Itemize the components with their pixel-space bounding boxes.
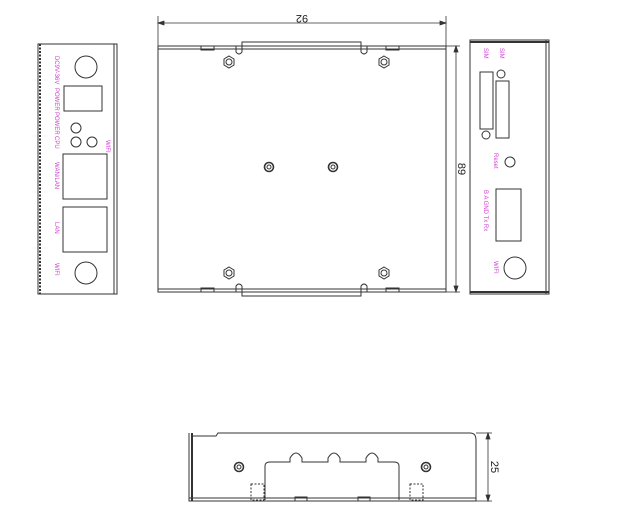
right-panel-view	[469, 39, 550, 295]
antenna-hole-top	[74, 55, 98, 79]
wan-lan-port	[62, 153, 108, 200]
sim-eject-2	[481, 130, 491, 140]
svg-text:WIFI: WIFI	[492, 261, 498, 274]
svg-text:SIM: SIM	[498, 48, 504, 59]
reset-button-hole	[504, 156, 516, 168]
svg-text:DC9V-36V: DC9V-36V	[53, 56, 59, 84]
left-panel-view	[37, 43, 118, 295]
svg-text:POWER: POWER	[53, 88, 59, 111]
svg-text:SIM: SIM	[482, 48, 488, 59]
standoff-br	[378, 266, 390, 280]
standoff-bl	[223, 266, 235, 280]
svg-text:CPU: CPU	[53, 136, 59, 149]
svg-text:LAN: LAN	[53, 222, 59, 234]
dimension-height	[476, 431, 492, 503]
dimension-depth-label: 89	[455, 163, 467, 175]
standoff-tr	[378, 55, 390, 69]
left-panel-labels: DC9V-36V POWER POWER CPU WIFI WAN/LAN LA…	[53, 56, 110, 276]
svg-text:Reset: Reset	[492, 153, 498, 169]
antenna-hole	[503, 256, 527, 280]
antenna-hole-bottom	[74, 261, 98, 285]
svg-text:POWER: POWER	[53, 112, 59, 135]
side-view	[188, 432, 477, 502]
sim-slot-2	[495, 80, 510, 139]
serial-terminal-cutout	[495, 188, 522, 242]
right-panel-labels: SIM SIM Reset B A GND Tx Rx WIFI	[482, 48, 504, 274]
svg-text:WAN/LAN: WAN/LAN	[53, 162, 59, 189]
power-jack-cutout	[63, 85, 103, 112]
led-wifi	[86, 136, 98, 148]
sim-slot-1	[479, 71, 494, 130]
dimension-width-label: 92	[296, 12, 308, 24]
led-cpu	[70, 136, 82, 148]
lan-port	[62, 206, 108, 253]
svg-text:WIFI: WIFI	[53, 263, 59, 276]
top-view	[157, 41, 447, 297]
dimension-width	[156, 16, 448, 46]
dimension-depth	[446, 44, 460, 294]
led-power	[70, 122, 82, 134]
svg-text:WIFI: WIFI	[104, 140, 110, 153]
sim-eject-1	[496, 69, 506, 79]
standoff-tl	[223, 55, 235, 69]
svg-text:B A GND Tx Rx: B A GND Tx Rx	[482, 190, 488, 231]
dimension-height-label: 25	[488, 461, 500, 473]
